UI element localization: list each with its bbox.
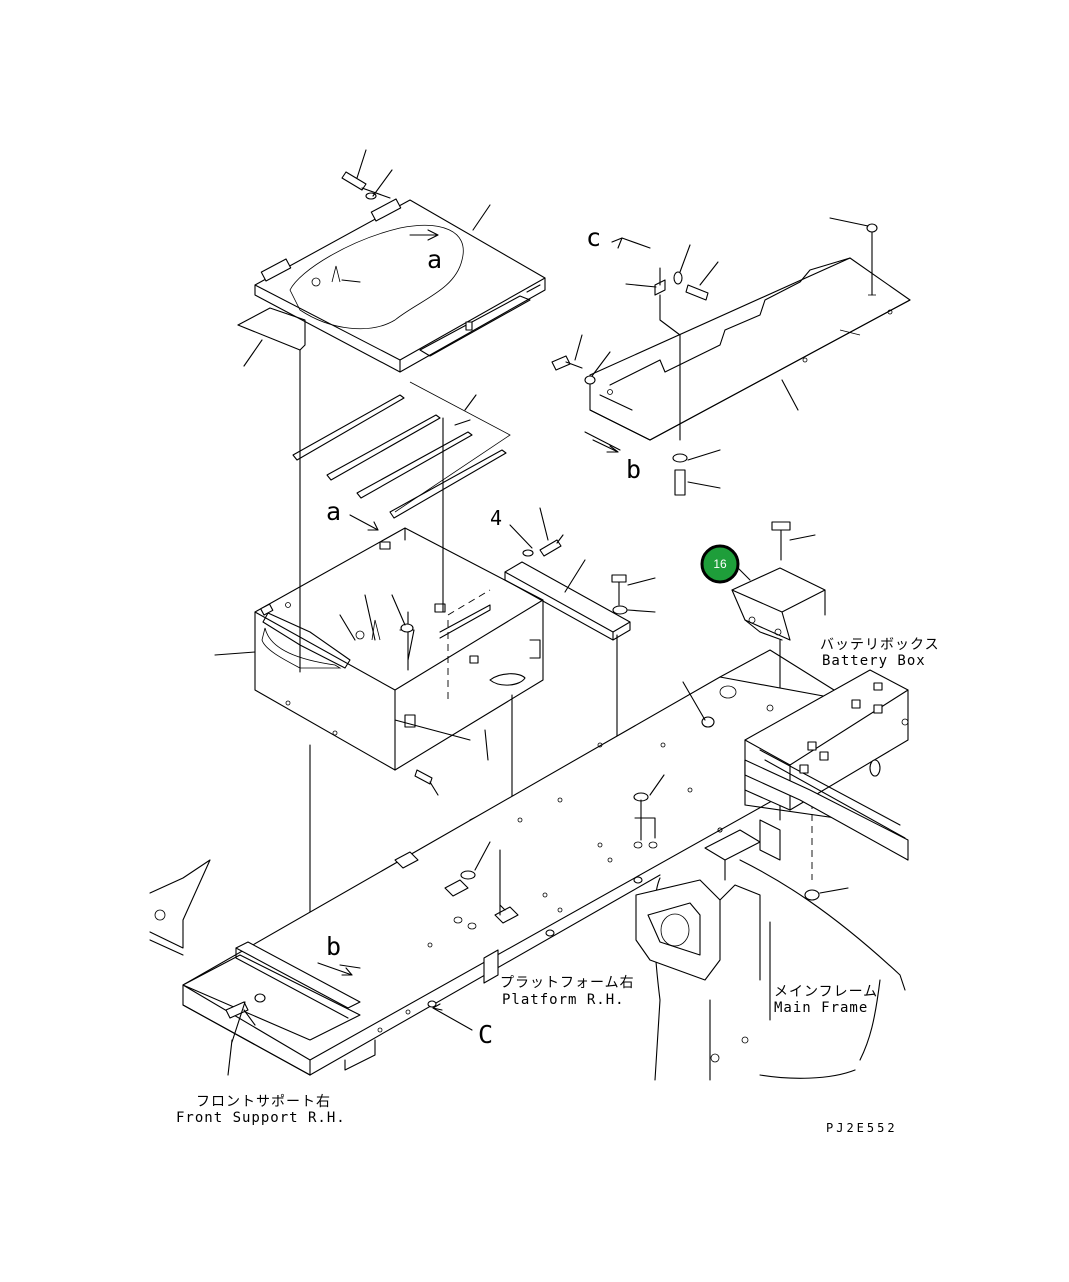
main-frame: [635, 759, 909, 1081]
badge-circle[interactable]: [700, 544, 740, 584]
part-number-badge[interactable]: 16: [700, 544, 740, 584]
hold-down-bar: [504, 507, 631, 641]
main-frame-label-en: Main Frame: [774, 1000, 868, 1016]
cover-bolt-bottom: [672, 449, 721, 496]
battery-bracket-16: [731, 521, 826, 641]
callout-a-top: a: [427, 245, 442, 274]
battery-box-mount: [744, 669, 909, 901]
callout-c-bottom: C: [478, 1020, 493, 1049]
callout-a-mid: a: [326, 497, 341, 526]
drawing-code: PJ2E552: [826, 1121, 898, 1135]
callout-c-top: c: [586, 223, 601, 252]
main-frame-label-jp: メインフレーム: [774, 984, 878, 1000]
cover-bolt: [341, 149, 393, 200]
battery-box-label-jp: バッテリボックス: [820, 637, 940, 653]
badge-number: 16: [713, 557, 727, 571]
battery-box: [254, 527, 544, 796]
front-support-label-en: Front Support R.H.: [176, 1110, 346, 1126]
side-cover-plate: [584, 257, 911, 451]
battery-cover: [254, 198, 546, 373]
callout-b-right: b: [626, 455, 641, 484]
platform-label-en: Platform R.H.: [502, 992, 625, 1008]
front-support-label-jp: フロントサポート右: [196, 1094, 331, 1110]
bar-bolt: [611, 574, 656, 615]
front-support-rh: [149, 859, 376, 1076]
platform-label-jp: プラットフォーム右: [500, 975, 635, 991]
callout-b-left: b: [326, 932, 341, 961]
callout-4: 4: [490, 506, 502, 530]
cover-bolt-right: [829, 217, 878, 296]
gasket-strip: [237, 307, 306, 367]
cover-bolt-left: [551, 334, 611, 385]
battery-box-label-en: Battery Box: [822, 653, 926, 669]
cover-bracket: [625, 244, 719, 441]
